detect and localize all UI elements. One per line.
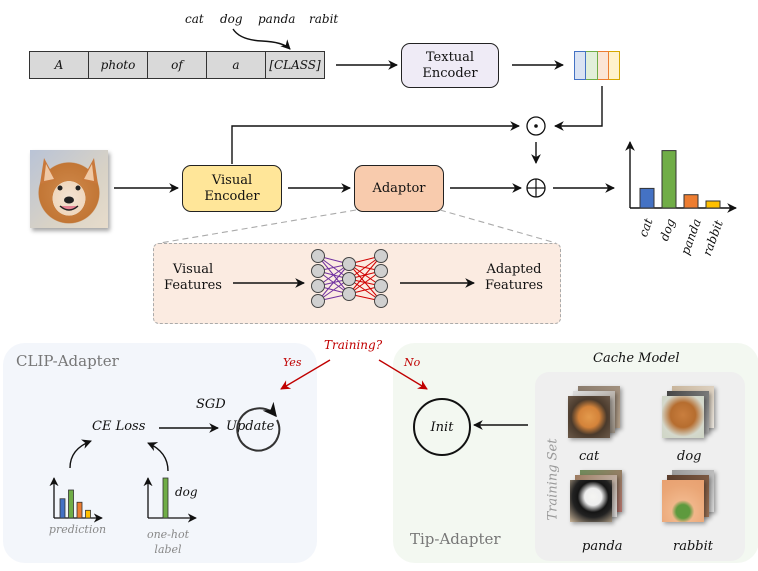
token-photo: photo bbox=[89, 52, 148, 78]
class-candidate-cat: cat bbox=[185, 12, 204, 26]
cache-label-rabbit: rabbit bbox=[673, 539, 713, 554]
output-label-cat: cat bbox=[636, 216, 656, 239]
adaptor-label: Adaptor bbox=[372, 180, 426, 196]
textual-encoder-line1: Textual bbox=[425, 49, 475, 65]
arrow-visual-to-dot bbox=[231, 121, 520, 164]
init-label: Init bbox=[430, 419, 454, 435]
class-candidate-panda: panda bbox=[258, 12, 296, 26]
adaptor: Adaptor bbox=[354, 165, 444, 212]
token-a2: a bbox=[207, 52, 266, 78]
token-class: [CLASS] bbox=[269, 58, 321, 72]
onehot-label: one-hot label bbox=[146, 528, 190, 556]
tip-adapter-title: Tip-Adapter bbox=[410, 530, 501, 548]
text-embedding-cell bbox=[608, 51, 620, 80]
output-logits-chart bbox=[625, 141, 737, 213]
cache-label-panda: panda bbox=[582, 539, 623, 554]
text-embedding-cell bbox=[597, 51, 609, 80]
output-label-rabbit: rabbit bbox=[700, 218, 726, 258]
bar-cat bbox=[639, 187, 655, 209]
cache-photo-dog bbox=[662, 396, 704, 438]
adaptor-input-label: Visual Features bbox=[164, 262, 222, 293]
arrow-embedding-to-dot bbox=[554, 86, 603, 131]
training-question: Training? bbox=[324, 338, 383, 352]
adaptor-output-label: Adapted Features bbox=[485, 262, 543, 293]
text-embedding bbox=[574, 51, 620, 80]
training-set-label: Training Set bbox=[545, 438, 561, 521]
class-candidate-rabit: rabit bbox=[309, 12, 339, 26]
cache-photo-cat bbox=[568, 396, 610, 438]
cache-model-title: Cache Model bbox=[593, 351, 680, 366]
cache-label-dog: dog bbox=[677, 449, 702, 464]
text-embedding-cell bbox=[574, 51, 587, 80]
bar-panda bbox=[683, 194, 699, 209]
token-of: of bbox=[148, 52, 207, 78]
textual-encoder: Textual Encoder bbox=[401, 43, 499, 88]
visual-encoder-line2: Encoder bbox=[204, 188, 260, 204]
cache-photo-rabbit bbox=[662, 480, 704, 522]
update-label: Update bbox=[226, 419, 275, 434]
visual-encoder-line1: Visual bbox=[211, 172, 253, 188]
bar-rabbit bbox=[705, 200, 721, 209]
textual-encoder-line2: Encoder bbox=[422, 65, 478, 81]
token-a: A bbox=[30, 52, 89, 78]
dot-product-icon bbox=[526, 116, 546, 136]
dog-face-icon bbox=[40, 158, 98, 211]
prompt-template: A photo of a [CLASS] bbox=[29, 51, 325, 79]
prediction-label: prediction bbox=[48, 523, 107, 536]
bar-dog bbox=[661, 150, 677, 209]
ce-loss-label: CE Loss bbox=[92, 419, 146, 434]
cache-photo-panda bbox=[570, 480, 612, 522]
class-fill-arrow bbox=[232, 28, 291, 50]
sgd-label: SGD bbox=[196, 397, 226, 412]
init-node: Init bbox=[413, 398, 471, 456]
class-candidate-dog: dog bbox=[220, 12, 243, 26]
onehot-class-label: dog bbox=[175, 485, 198, 499]
add-icon bbox=[526, 178, 546, 198]
input-dog-image bbox=[30, 150, 108, 228]
text-embedding-cell bbox=[586, 51, 598, 80]
clip-adapter-title: CLIP-Adapter bbox=[16, 352, 119, 370]
cache-label-cat: cat bbox=[579, 449, 600, 464]
decision-yes: Yes bbox=[283, 356, 302, 369]
visual-encoder: Visual Encoder bbox=[182, 165, 282, 212]
output-label-dog: dog bbox=[657, 216, 678, 243]
decision-no: No bbox=[404, 356, 421, 369]
